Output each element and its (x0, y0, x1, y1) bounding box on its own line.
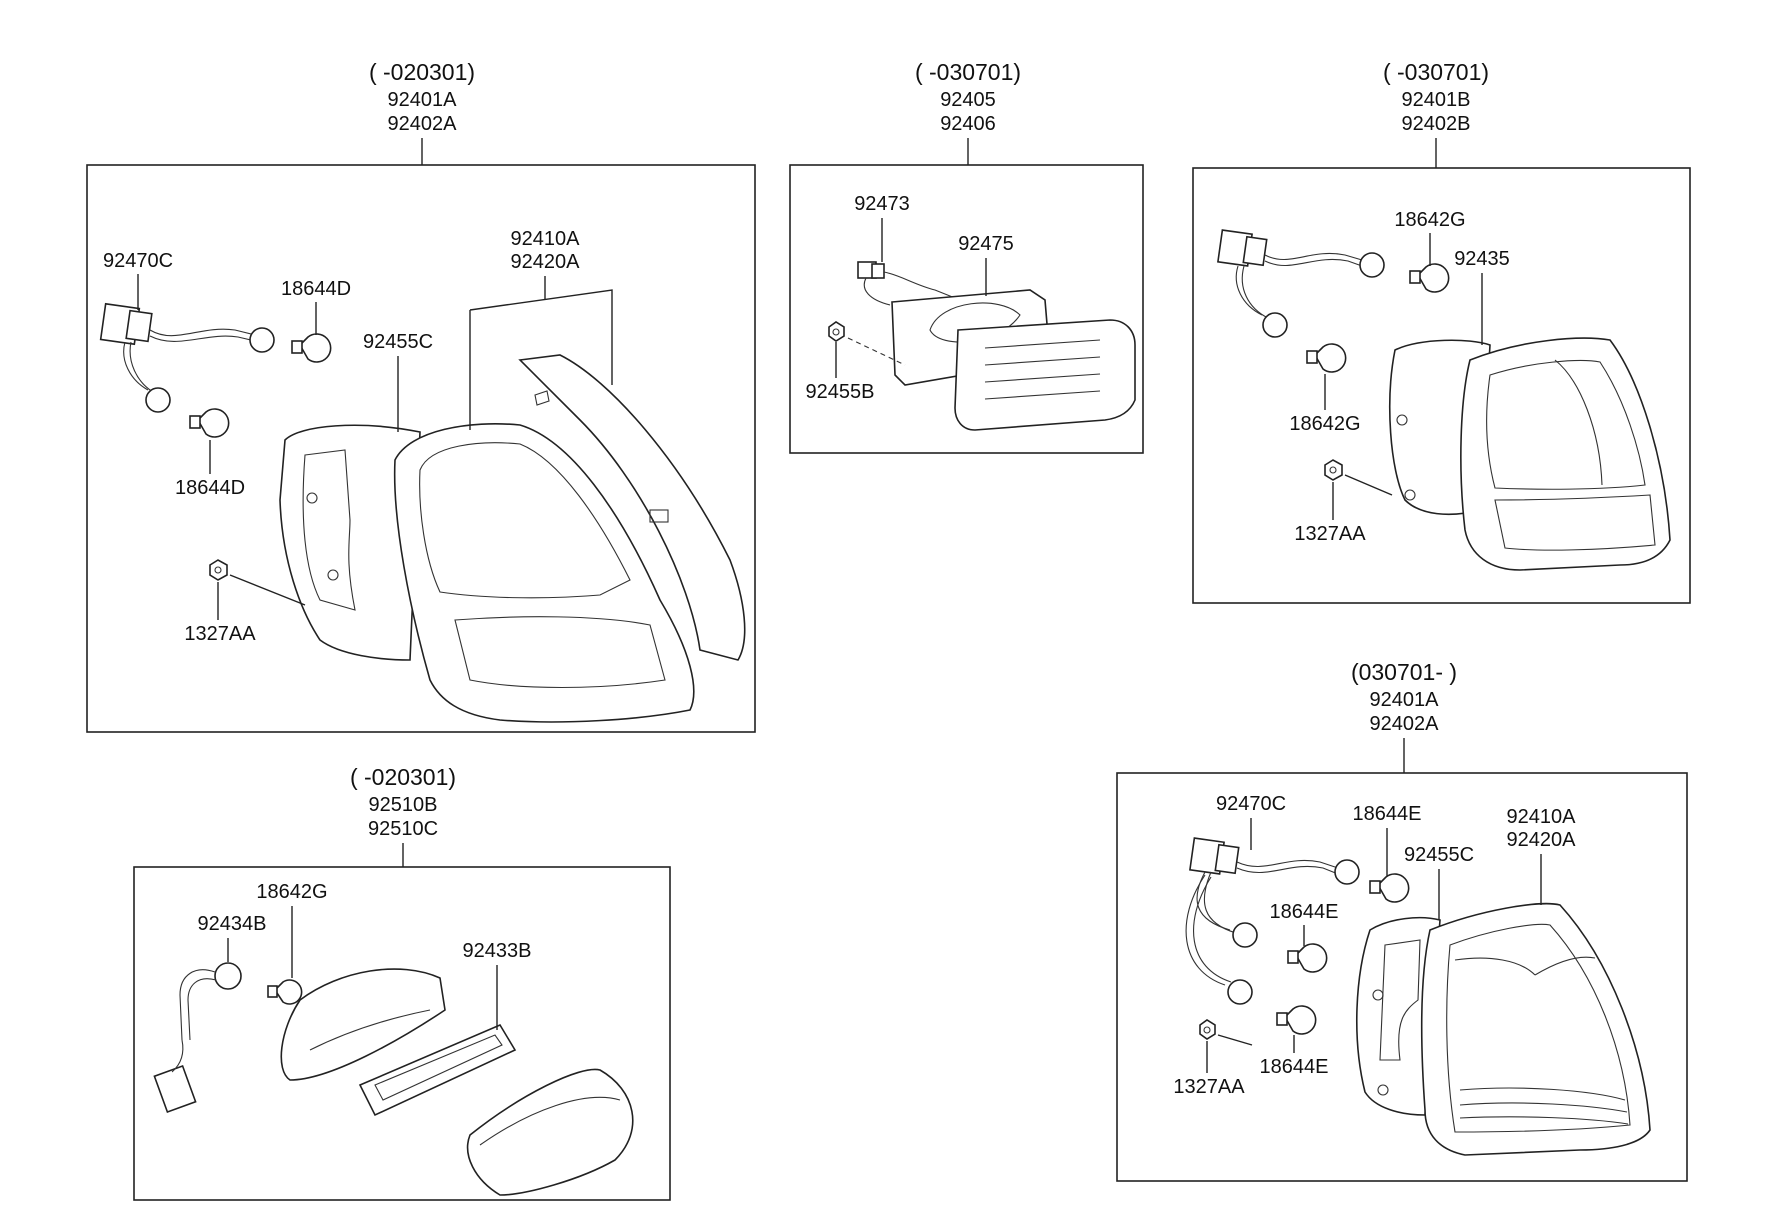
group1-part-b: 92402A (388, 113, 458, 135)
group3-range: ( -030701) (1383, 59, 1489, 85)
label-92435: 92435 (1454, 248, 1510, 270)
group1-nut[interactable] (209, 559, 228, 581)
group1-harness[interactable] (99, 302, 275, 413)
group5-part-a: 92401A (1370, 689, 1440, 711)
group5-bulb-mid[interactable] (1287, 943, 1328, 973)
label-92455c: 92455C (363, 331, 433, 353)
label-18644e-bottom: 18644E (1260, 1056, 1329, 1078)
label-92473: 92473 (854, 193, 910, 215)
group3-lens[interactable] (1389, 337, 1671, 571)
label-18644e-mid: 18644E (1270, 901, 1339, 923)
group3-part-b: 92402B (1402, 113, 1471, 135)
group2-socket[interactable] (857, 261, 961, 306)
group4-bulb[interactable] (267, 979, 303, 1005)
group4-part-a: 92510B (369, 794, 438, 816)
label-92470c: 92470C (103, 250, 173, 272)
group3-harness[interactable] (1217, 229, 1385, 338)
label-1327aa: 1327AA (184, 623, 256, 645)
group2-range: ( -030701) (915, 59, 1021, 85)
label-92420a-g5: 92420A (1507, 829, 1577, 851)
group1-bulb-bottom[interactable] (189, 408, 230, 438)
group3-part-a: 92401B (1402, 89, 1471, 111)
group-license-lamp: ( -030701) 92405 92406 92473 92475 (789, 59, 1144, 454)
label-1327aa-g5: 1327AA (1173, 1076, 1245, 1098)
group1-part-a: 92401A (388, 89, 458, 111)
group5-part-b: 92402A (1370, 713, 1440, 735)
group-rear-combination-lamp-b: ( -030701) 92401B 92402B 18642G 18642G (1192, 59, 1691, 604)
group4-frame (133, 866, 671, 1201)
group1-housing[interactable] (279, 424, 421, 661)
group3-bulb-top[interactable] (1409, 263, 1450, 293)
label-92410a-g5: 92410A (1507, 806, 1577, 828)
group1-frame (86, 164, 756, 733)
group5-lens[interactable] (1420, 902, 1651, 1156)
group2-part-b: 92406 (940, 113, 996, 135)
label-18644d-bottom: 18644D (175, 477, 245, 499)
label-92470c-g5: 92470C (1216, 793, 1286, 815)
group5-housing[interactable] (1356, 916, 1441, 1116)
label-92455c-g5: 92455C (1404, 844, 1474, 866)
label-18642g-mid: 18642G (1289, 413, 1360, 435)
label-92455b: 92455B (806, 381, 875, 403)
group5-frame (1116, 772, 1688, 1182)
group3-frame (1192, 167, 1691, 604)
group2-nut[interactable] (828, 321, 845, 342)
label-92410a: 92410A (511, 228, 581, 250)
group2-lamp[interactable] (891, 289, 1136, 431)
label-92433b: 92433B (463, 940, 532, 962)
group1-bulb-top[interactable] (291, 333, 332, 363)
group2-part-a: 92405 (940, 89, 996, 111)
group1-range: ( -020301) (369, 59, 475, 85)
group5-nut[interactable] (1199, 1019, 1216, 1040)
label-18642g-top: 18642G (1394, 209, 1465, 231)
group5-harness[interactable] (1185, 837, 1360, 1005)
label-92420a: 92420A (511, 251, 581, 273)
group4-part-b: 92510C (368, 818, 438, 840)
group4-socket[interactable] (153, 962, 242, 1114)
label-92475: 92475 (958, 233, 1014, 255)
group4-lens[interactable] (280, 968, 634, 1196)
label-18644e-top: 18644E (1353, 803, 1422, 825)
group5-bulb-top[interactable] (1369, 873, 1410, 903)
group3-nut[interactable] (1324, 459, 1343, 481)
group-rear-combination-lamp-late: (030701- ) 92401A 92402A 92470C 18644E (1116, 659, 1688, 1182)
group5-bulb-bottom[interactable] (1276, 1005, 1317, 1035)
group4-range: ( -020301) (350, 764, 456, 790)
label-92434b: 92434B (198, 913, 267, 935)
label-18644d-top: 18644D (281, 278, 351, 300)
group5-range: (030701- ) (1351, 659, 1457, 685)
label-18642g-g4: 18642G (256, 881, 327, 903)
label-1327aa-g3: 1327AA (1294, 523, 1366, 545)
group1-lens[interactable] (393, 354, 746, 723)
group-side-marker-lamp: ( -020301) 92510B 92510C 92434B 18642G (133, 764, 671, 1201)
group3-bulb-mid[interactable] (1306, 343, 1347, 373)
group-rear-combination-lamp-early: ( -020301) 92401A 92402A 92470C 18644D (86, 59, 756, 733)
group2-frame (789, 164, 1144, 454)
